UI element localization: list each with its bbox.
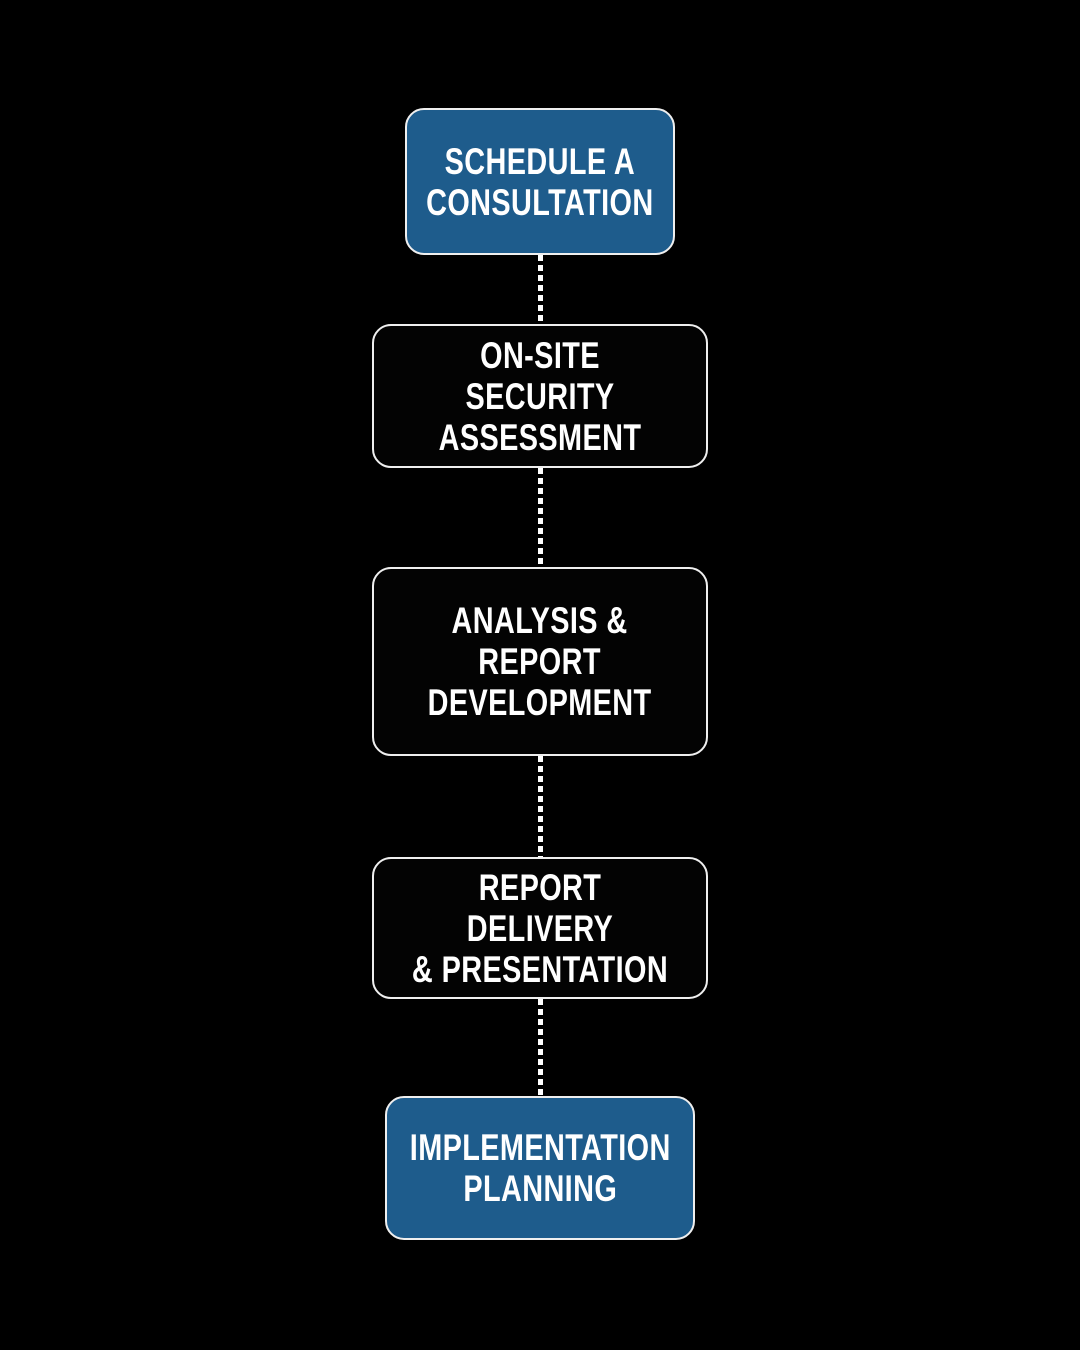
step-label: ANALYSIS & REPORT DEVELOPMENT [428,600,652,723]
dashed-connector-line [537,255,543,324]
step-label: REPORT DELIVERY & PRESENTATION [411,866,669,990]
step-implementation-planning: IMPLEMENTATION PLANNING [385,1096,695,1240]
step-analysis-report-development: ANALYSIS & REPORT DEVELOPMENT [372,567,708,756]
dashed-connector-line [537,999,543,1096]
dashed-connector-line [537,756,543,857]
dashed-connector-line [537,468,543,567]
step-label: ON-SITE SECURITY ASSESSMENT [438,334,642,458]
step-schedule-a-consultation: SCHEDULE A CONSULTATION [405,108,675,255]
step-label: IMPLEMENTATION PLANNING [409,1127,671,1209]
step-on-site-security-assessment: ON-SITE SECURITY ASSESSMENT [372,324,708,468]
step-report-delivery-presentation: REPORT DELIVERY & PRESENTATION [372,857,708,999]
step-label: SCHEDULE A CONSULTATION [426,140,654,223]
